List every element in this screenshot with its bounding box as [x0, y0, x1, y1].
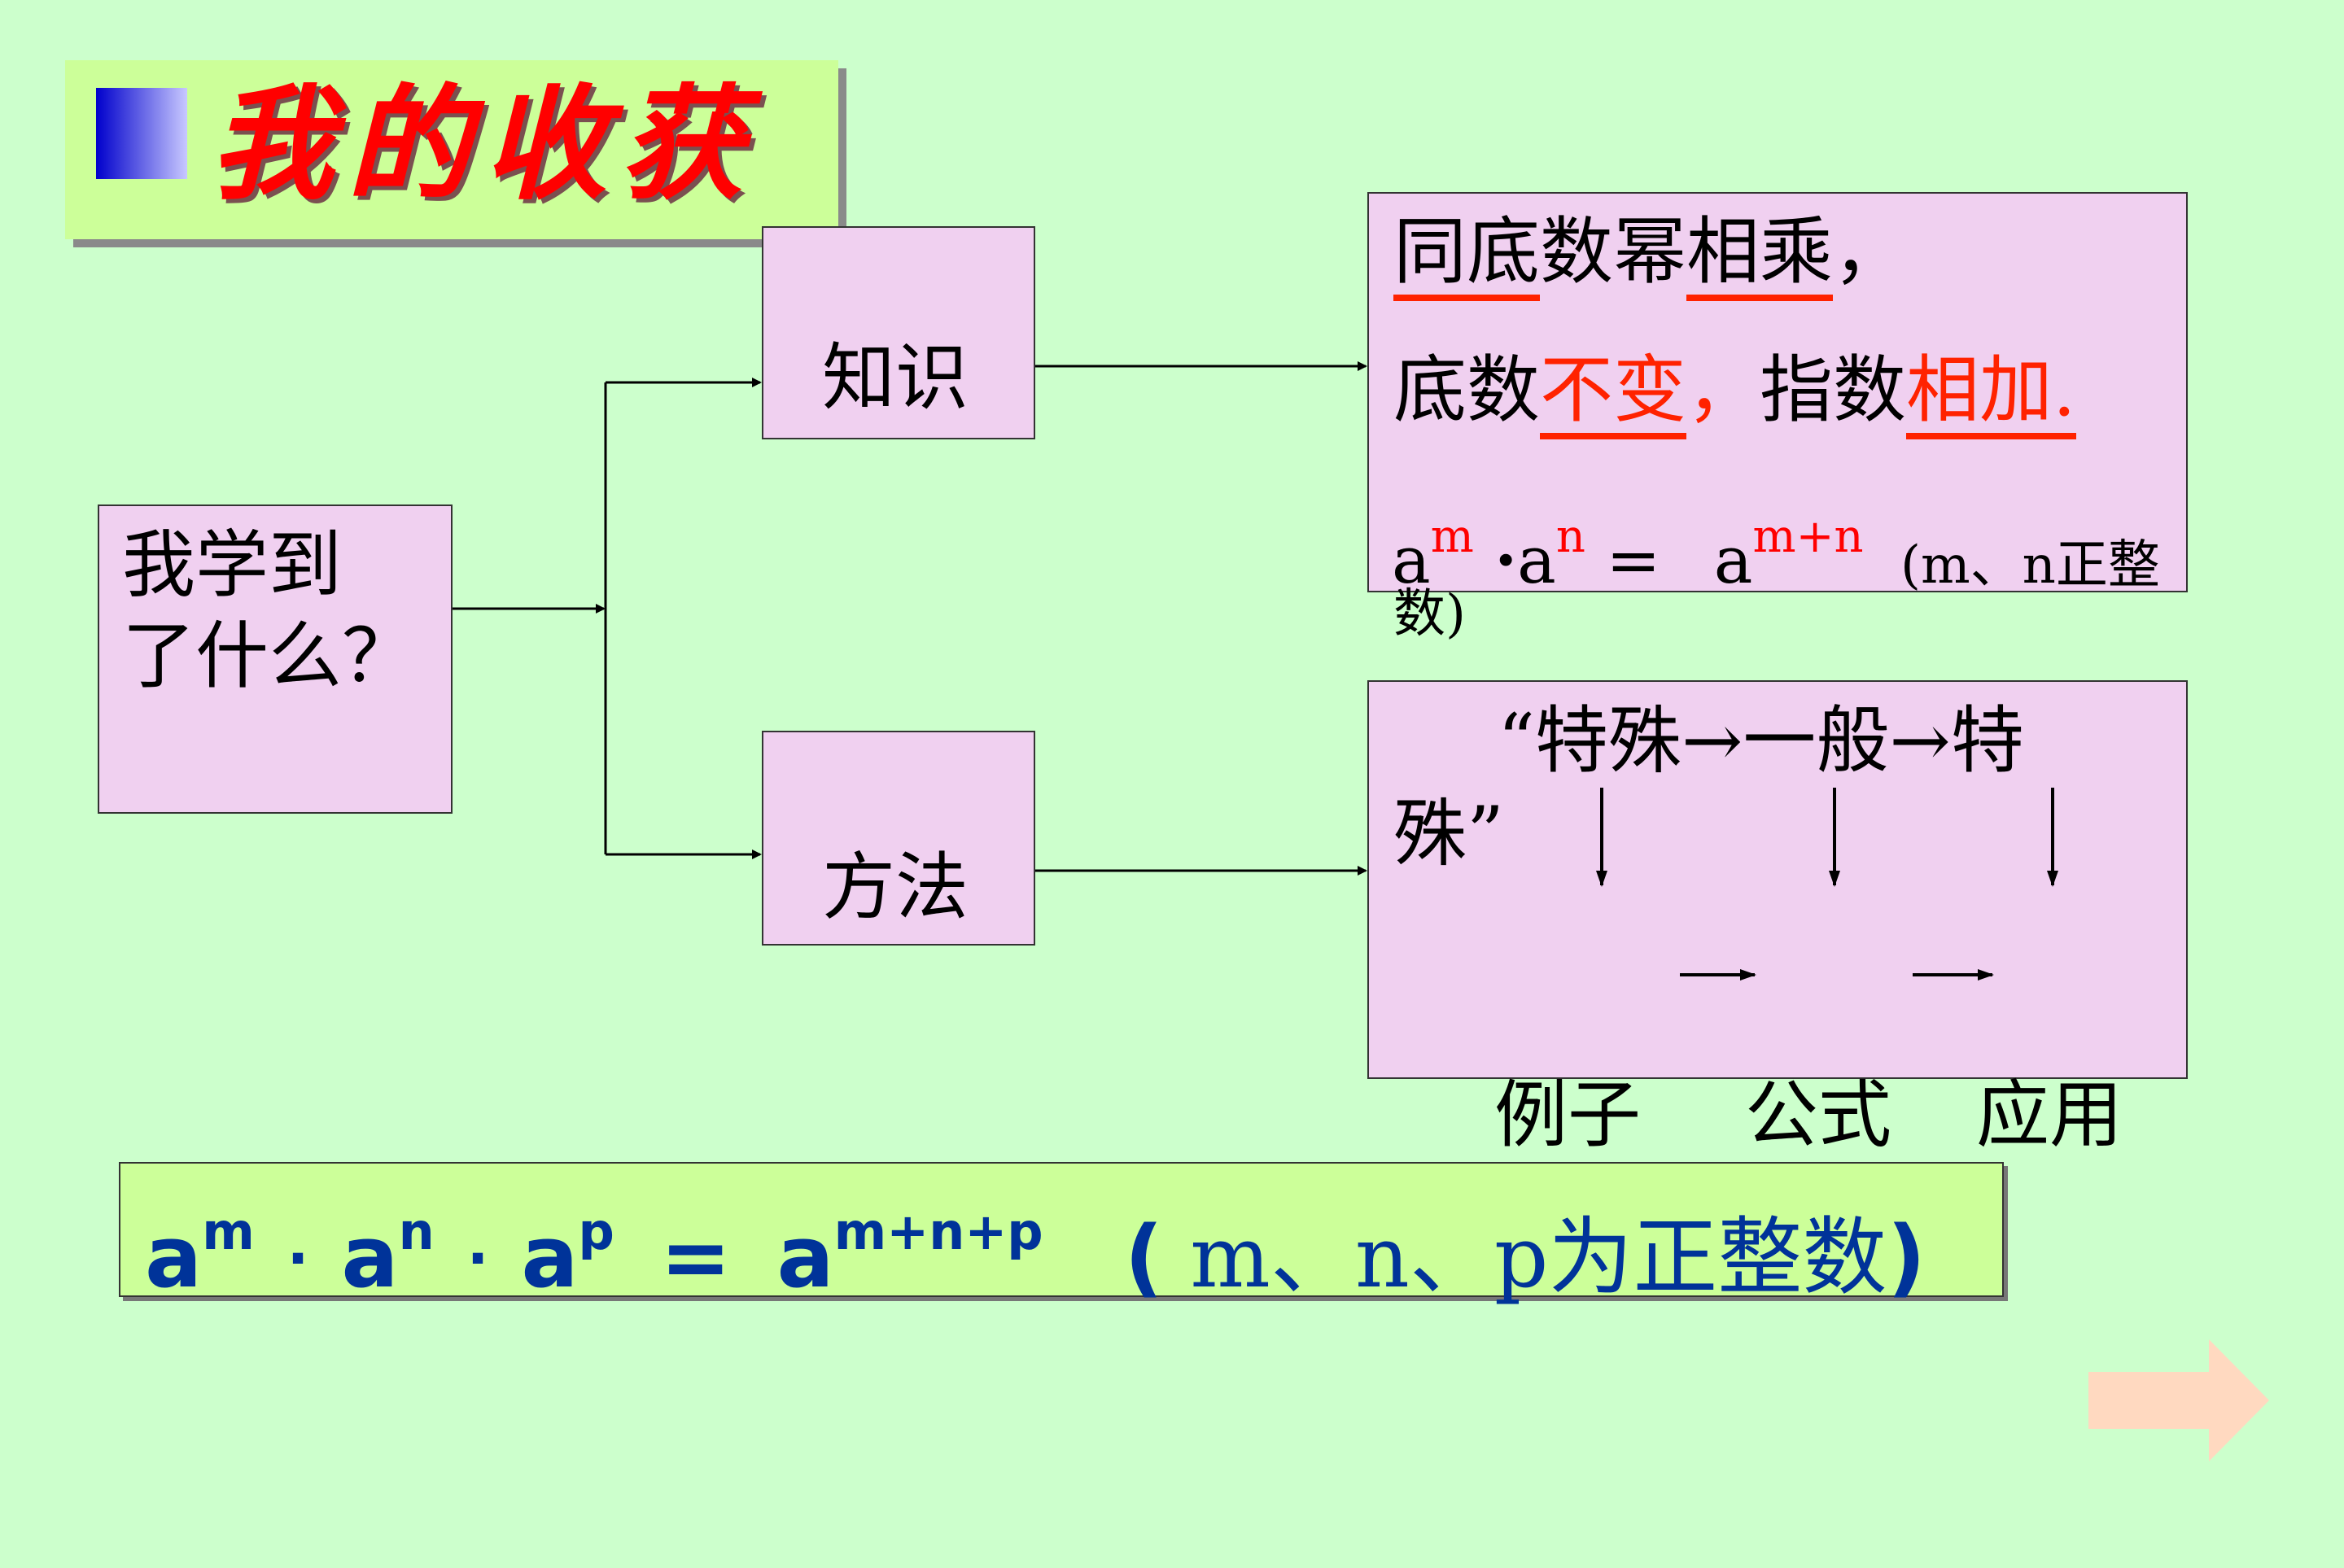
underlined-multiply: 相乘 — [1686, 209, 1833, 301]
exponent-p: p — [578, 1202, 614, 1261]
slide-title: 我的收获 — [210, 72, 757, 216]
formula-base-a: a — [1517, 522, 1556, 598]
paren-close: ) — [1887, 1208, 1926, 1307]
formula-condition: (m、n正整 — [1900, 535, 2160, 596]
question-line-1: 我学到 — [122, 522, 342, 608]
comma-red: ， — [1686, 347, 1760, 433]
power-word: 数幂 — [1540, 209, 1686, 295]
formula-base-a: a — [776, 1208, 834, 1307]
method-label: 方法 — [822, 845, 969, 930]
title-banner — [65, 60, 838, 239]
knowledge-detail-box — [1367, 192, 2188, 592]
exponent-n: n — [398, 1202, 435, 1261]
multiply-dot: · — [1494, 522, 1518, 598]
title-square-icon — [96, 88, 187, 179]
exponent-word: 指数 — [1760, 347, 1906, 433]
label-formula: 公式 — [1745, 1072, 1891, 1158]
summary-formula: am·an·ap = am+n+p( m、n、p为正整数) — [145, 1175, 1926, 1316]
equals-sign: = — [630, 1208, 761, 1307]
base-word: 底数 — [1393, 347, 1540, 433]
formula-base-a: a — [145, 1208, 203, 1307]
equals-sign: = — [1585, 522, 1681, 598]
method-line-2: 殊” — [1393, 791, 1505, 876]
knowledge-box — [762, 226, 1035, 439]
multiply-dot: · — [466, 1225, 489, 1292]
formula-base-a: a — [341, 1208, 399, 1307]
multiply-dot: · — [286, 1225, 309, 1292]
exponent-m: m — [1430, 510, 1474, 563]
unchanged-word: 不变 — [1540, 347, 1686, 439]
exponent-m-plus-n-plus-p: m+n+p — [833, 1202, 1043, 1261]
formula-base-a: a — [521, 1208, 579, 1307]
exponent-n: n — [1555, 510, 1585, 563]
question-box — [98, 504, 453, 814]
underlined-same-base: 同底 — [1393, 209, 1540, 301]
comma: ， — [1833, 209, 1906, 295]
method-line-1: “特殊→一般→特 — [1498, 698, 2024, 784]
question-line-2: 了什么？ — [122, 614, 415, 699]
formula-condition-continued: 数) — [1393, 584, 1466, 644]
exponent-m-plus-n: m+n — [1752, 510, 1864, 563]
formula-base-a: a — [1713, 522, 1753, 598]
knowledge-rule-line-2: 底数不变，指数相加. — [1393, 342, 2076, 439]
exponent-m: m — [202, 1202, 255, 1261]
label-application: 应用 — [1976, 1072, 2123, 1158]
knowledge-formula: am ·an = am+n (m、n正整 — [1392, 488, 2160, 614]
label-examples: 例子 — [1494, 1072, 1641, 1158]
knowledge-rule-line-1: 同底数幂相乘， — [1393, 203, 1906, 301]
next-arrow-icon[interactable] — [2087, 1339, 2271, 1461]
knowledge-label: 知识 — [822, 335, 969, 421]
formula-condition: m、n、p为正整数 — [1163, 1208, 1887, 1307]
summary-formula-box — [119, 1162, 2004, 1297]
formula-base-a: a — [1392, 522, 1431, 598]
paren-open: ( — [1124, 1208, 1164, 1307]
method-box — [762, 731, 1035, 946]
add-word: 相加. — [1906, 347, 2076, 439]
